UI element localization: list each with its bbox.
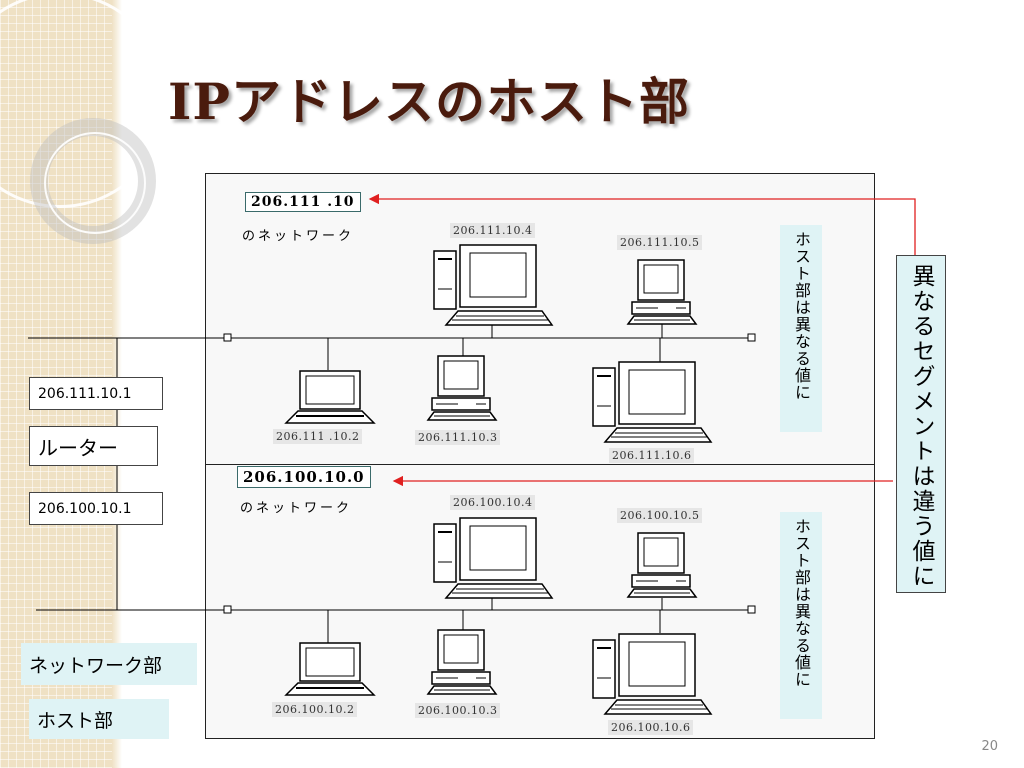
router-ip-bottom: 206.100.10.1 [29, 492, 163, 525]
page-number: 20 [981, 739, 998, 754]
desktop-computer-icon [433, 517, 553, 599]
decorative-circle-small [44, 132, 146, 234]
host-ip-label: 206.111.10.6 [609, 448, 695, 463]
network-bus-top [223, 312, 756, 370]
host-note-bottom: ホスト部は異なる値に [780, 512, 822, 719]
router-ip-top: 206.111.10.1 [29, 377, 163, 410]
desktop-computer-icon [592, 633, 712, 715]
segment-note: 異なるセグメントは違う値に [896, 255, 946, 593]
host-ip-label: 206.111.10.5 [617, 235, 703, 250]
desktop-computer-icon [427, 355, 497, 421]
host-ip-label: 206.100.10.2 [272, 702, 358, 717]
network-bus-bottom [223, 592, 756, 643]
legend-network-part: ネットワーク部 [21, 643, 197, 685]
desktop-computer-icon [427, 629, 497, 695]
host-ip-label: 206.100.10.5 [617, 508, 703, 523]
segment-arrows [368, 193, 916, 487]
legend-host-part: ホスト部 [29, 699, 169, 739]
router-label: ルーター [29, 426, 158, 466]
host-ip-label: 206.111 .10.2 [273, 429, 363, 444]
host-note-top: ホスト部は異なる値に [780, 225, 822, 432]
network-address-top: 206.111 .10 [245, 192, 361, 212]
desktop-computer-icon [433, 244, 553, 326]
host-ip-label: 206.111.10.4 [450, 223, 536, 238]
laptop-computer-icon [285, 370, 375, 424]
desktop-computer-icon [627, 259, 697, 325]
host-ip-label: 206.100.10.4 [450, 495, 536, 510]
host-ip-label: 206.111.10.3 [415, 430, 501, 445]
desktop-computer-icon [627, 532, 697, 598]
desktop-computer-icon [592, 361, 712, 443]
network-address-bottom: 206.100.10.0 [237, 466, 371, 488]
host-ip-label: 206.100.10.6 [608, 720, 694, 735]
network-caption-top: のネットワーク [242, 229, 355, 244]
slide-title: IPアドレスのホスト部 [168, 72, 690, 131]
laptop-computer-icon [285, 642, 375, 696]
network-caption-bottom: のネットワーク [240, 501, 353, 516]
host-ip-label: 206.100.10.3 [415, 703, 501, 718]
